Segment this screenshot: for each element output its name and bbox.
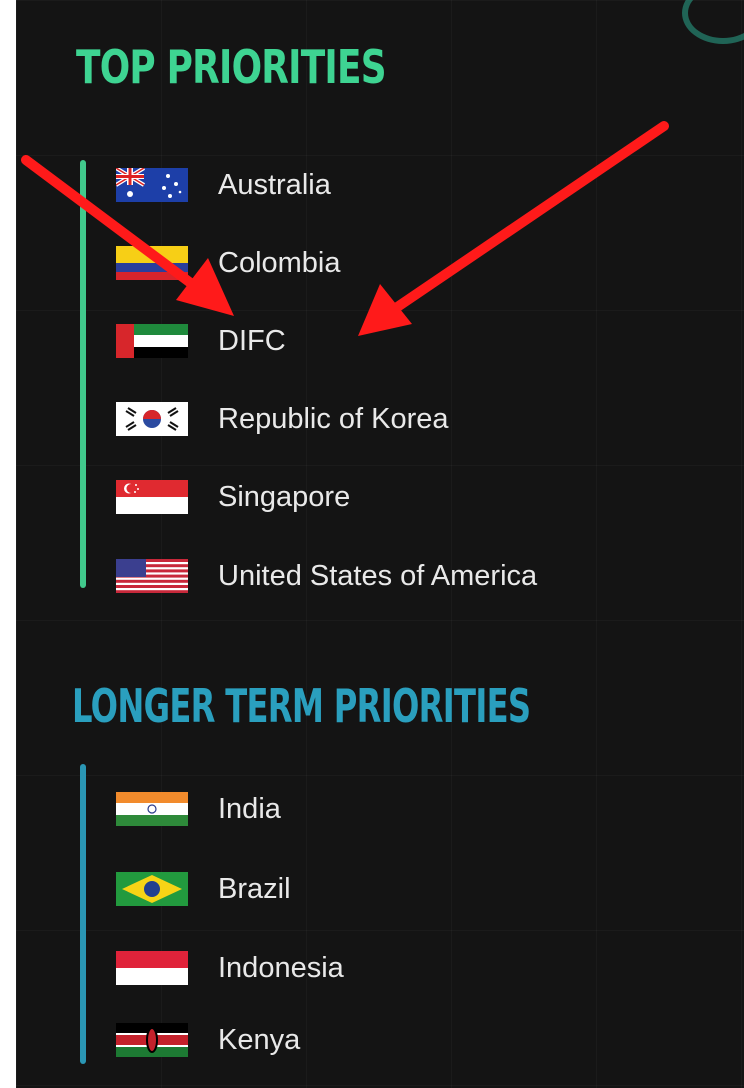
country-item-india[interactable]: India — [116, 789, 281, 829]
australia-flag-icon — [116, 168, 188, 202]
kenya-flag-icon — [116, 1023, 188, 1057]
country-item-korea[interactable]: Republic of Korea — [116, 399, 449, 439]
country-item-difc[interactable]: DIFC — [116, 321, 286, 361]
brazil-flag-icon — [116, 872, 188, 906]
country-name: Colombia — [218, 246, 341, 279]
indonesia-flag-icon — [116, 951, 188, 985]
longer-term-priorities-bar — [80, 764, 86, 1064]
country-item-colombia[interactable]: Colombia — [116, 243, 341, 283]
country-item-usa[interactable]: United States of America — [116, 556, 537, 596]
country-name: Australia — [218, 168, 331, 201]
singapore-flag-icon — [116, 480, 188, 514]
country-name: Republic of Korea — [218, 402, 449, 435]
country-name: DIFC — [218, 324, 286, 357]
country-name: Kenya — [218, 1023, 301, 1056]
colombia-flag-icon — [116, 246, 188, 280]
usa-flag-icon — [116, 559, 188, 593]
corner-decoration — [682, 0, 744, 44]
longer-term-priorities-heading: LONGER TERM PRIORITIES — [72, 679, 531, 733]
top-priorities-bar — [80, 160, 86, 588]
country-item-singapore[interactable]: Singapore — [116, 477, 350, 517]
country-item-brazil[interactable]: Brazil — [116, 869, 291, 909]
country-name: Indonesia — [218, 951, 344, 984]
priorities-panel — [16, 0, 744, 1088]
country-name: India — [218, 792, 281, 825]
top-priorities-heading: TOP PRIORITIES — [76, 40, 387, 94]
country-name: Singapore — [218, 480, 351, 513]
india-flag-icon — [116, 792, 188, 826]
country-name: United States of America — [218, 559, 538, 592]
uae-flag-icon — [116, 324, 188, 358]
country-item-australia[interactable]: Australia — [116, 165, 331, 205]
country-name: Brazil — [218, 872, 291, 905]
country-item-kenya[interactable]: Kenya — [116, 1020, 300, 1060]
south-korea-flag-icon — [116, 402, 188, 436]
country-item-indonesia[interactable]: Indonesia — [116, 948, 344, 988]
